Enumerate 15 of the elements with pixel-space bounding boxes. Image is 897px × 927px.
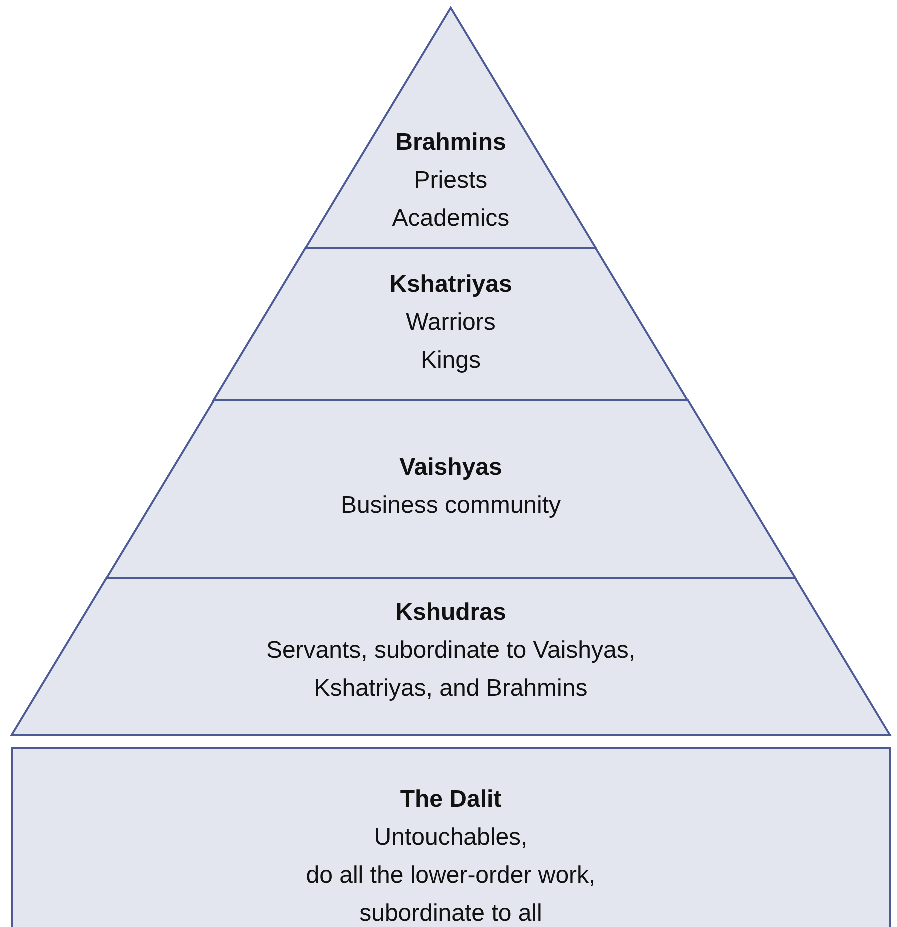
tier-heading: Kshudras — [396, 598, 506, 628]
tier-description: Kings — [420, 346, 481, 376]
tier-description: Kshatriyas, and Brahmins — [314, 674, 588, 704]
tier-description: Untouchables, — [374, 823, 528, 853]
tier-heading: Kshatriyas — [390, 270, 512, 300]
tier-description: Business community — [340, 491, 562, 521]
tier-description: do all the lower-order work, — [306, 861, 596, 891]
tier-description: Priests — [414, 166, 488, 196]
tier-heading: Brahmins — [396, 128, 506, 158]
tier-heading: Vaishyas — [400, 453, 502, 483]
tier-description: Academics — [392, 204, 510, 234]
tier-description: Warriors — [406, 308, 496, 338]
tier-description: Servants, subordinate to Vaishyas, — [266, 636, 636, 666]
tier-description: subordinate to all — [360, 899, 542, 927]
tier-heading: The Dalit — [400, 785, 502, 815]
